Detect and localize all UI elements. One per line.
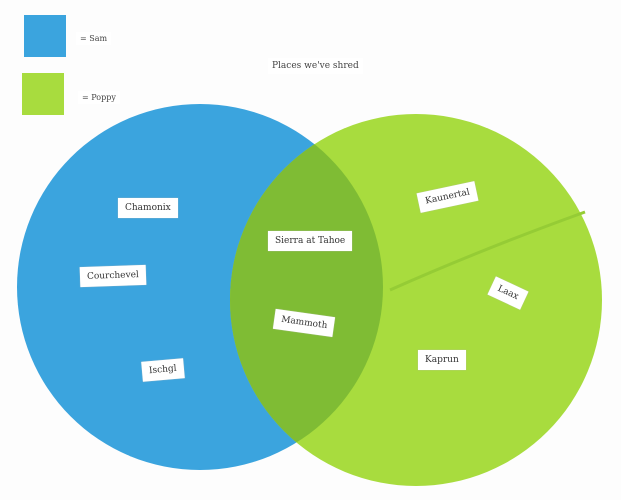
legend-label-sam: = Sam <box>76 32 112 45</box>
place-label: Kaprun <box>418 350 466 370</box>
place-label: Chamonix <box>118 198 178 218</box>
place-label: Courchevel <box>79 264 147 288</box>
circle-overlap <box>230 114 383 470</box>
legend-swatch-poppy <box>22 73 64 115</box>
legend-label-poppy: = Poppy <box>78 91 120 104</box>
place-label: Sierra at Tahoe <box>268 231 353 251</box>
place-label: Ischgl <box>141 358 185 382</box>
legend-swatch-sam <box>24 15 66 57</box>
diagram-title: Places we've shred <box>268 58 363 74</box>
